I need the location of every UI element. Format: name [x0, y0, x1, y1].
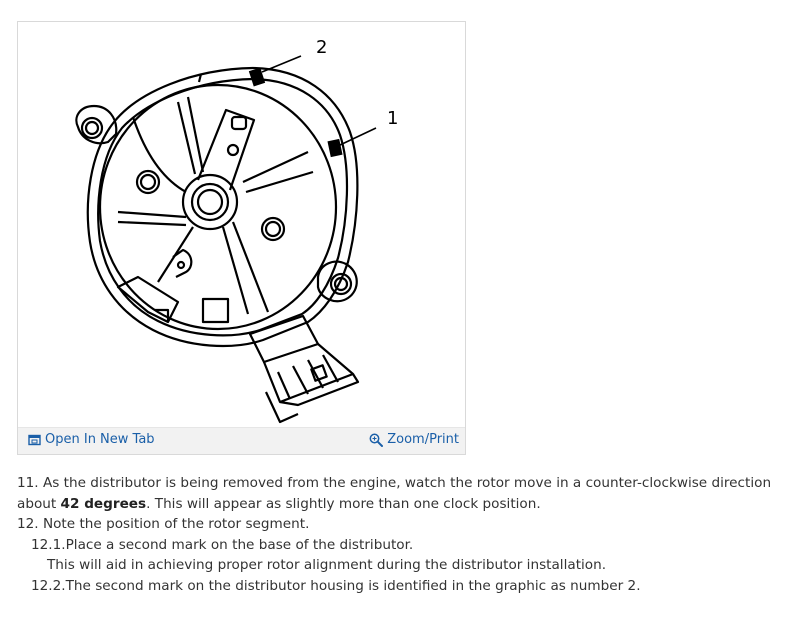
step-12-1: 12.1.Place a second mark on the base of …	[31, 536, 414, 553]
step-12-2: 12.2.The second mark on the distributor …	[31, 577, 641, 594]
rotor-hub	[181, 173, 239, 231]
step-12: 12. Note the position of the rotor segme…	[17, 516, 310, 532]
magnifier-icon	[369, 433, 384, 447]
open-in-new-tab-link[interactable]: Open In New Tab	[28, 432, 155, 447]
zoom-print-link[interactable]: Zoom/Print	[369, 432, 459, 447]
step-11-bold: 42 degrees	[60, 495, 147, 512]
rotor-segment	[196, 108, 256, 191]
distributor-housing-outline	[86, 66, 359, 348]
figure-frame: 2 1 Open In New Tab Zoom/Print	[17, 21, 466, 455]
connector	[248, 314, 320, 364]
zoom-print-label: Zoom/Print	[387, 432, 459, 447]
open-in-new-tab-icon	[28, 434, 41, 446]
step-12-1-note: This will aid in achieving proper rotor …	[47, 557, 607, 573]
callout-2: 2	[316, 37, 327, 58]
callout-1: 1	[387, 108, 398, 129]
mounting-hole-right	[329, 272, 353, 296]
step-11: 11. As the distributor is being removed …	[17, 473, 787, 514]
step-11-suffix: . This will appear as slightly more than…	[146, 495, 541, 512]
procedure-steps: 11. As the distributor is being removed …	[17, 473, 787, 596]
distributor-diagram: 2 1	[75, 37, 398, 424]
first-mark	[327, 138, 343, 158]
step-11-text: 11. As the distributor is being removed …	[17, 475, 772, 512]
figure-toolbar: Open In New Tab Zoom/Print	[18, 427, 465, 454]
second-mark	[248, 67, 266, 87]
mounting-hole-left	[80, 116, 104, 140]
open-in-new-tab-label: Open In New Tab	[45, 432, 155, 447]
